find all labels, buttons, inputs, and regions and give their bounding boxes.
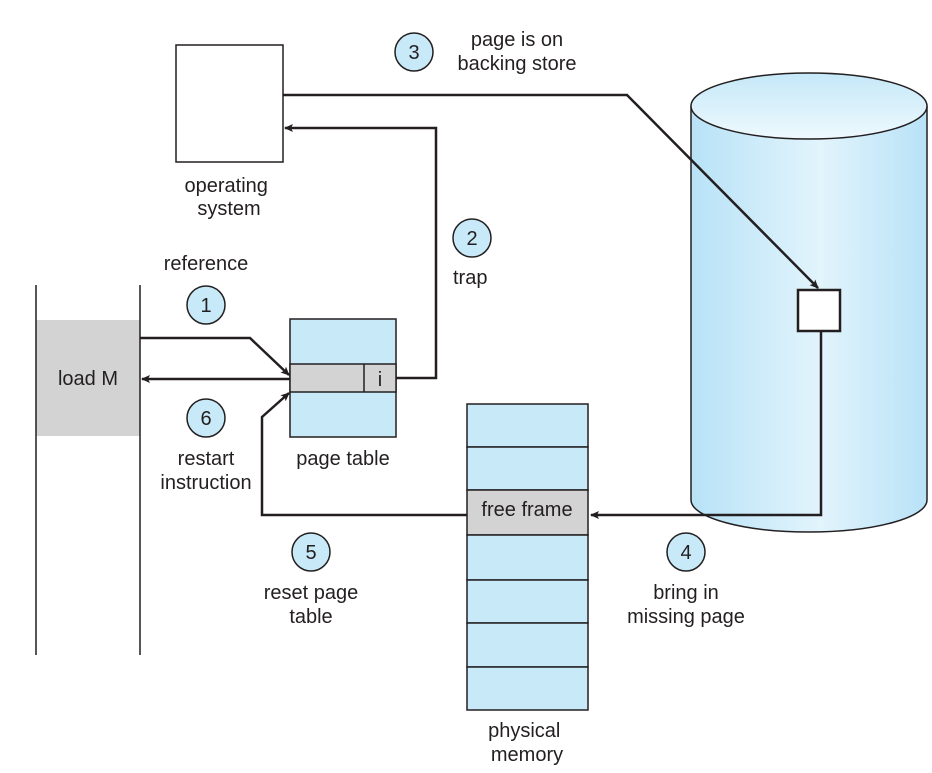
step-number-circle: [394, 32, 434, 72]
step-number: 5: [305, 542, 316, 564]
step-number: 6: [200, 408, 211, 430]
trap-arrow: [284, 124, 438, 380]
step-number-circle: [452, 218, 492, 258]
invalid-bit: i: [378, 369, 382, 391]
memory-frame: [466, 403, 589, 448]
backing-store-arrow: [283, 93, 819, 289]
reset-page-table-arrow: [260, 392, 467, 517]
step-number-circle: [666, 532, 706, 572]
step-label: trap: [453, 267, 487, 289]
memory-frame: [466, 666, 589, 711]
step-number: 4: [680, 542, 691, 564]
step-2: 2 trap: [452, 218, 492, 289]
memory-frame: [466, 446, 589, 491]
backing-store-page: [796, 288, 842, 333]
physical-memory: [466, 403, 589, 711]
operating-system-label: operating system: [185, 175, 274, 220]
bring-in-arrow: [590, 331, 823, 519]
step-number: 1: [200, 295, 211, 317]
free-frame: [466, 489, 589, 536]
free-frame-label: free frame: [481, 499, 572, 521]
step-number-circle: [291, 532, 331, 572]
step-number-circle: [186, 398, 226, 438]
memory-frame: [466, 579, 589, 624]
step-number: 3: [408, 42, 419, 64]
operating-system-box: [175, 44, 284, 163]
process-memory: load M: [35, 285, 141, 655]
memory-frame: [466, 622, 589, 668]
reference-label: reference: [164, 253, 249, 275]
backing-store: [690, 72, 928, 533]
page-table: i: [289, 318, 397, 438]
load-instruction: load M: [58, 368, 118, 390]
page-table-label: page table: [296, 448, 389, 470]
step-number: 2: [466, 228, 477, 250]
step-number-circle: [186, 285, 226, 325]
reference-arrow: [140, 336, 290, 376]
step-1: 1: [186, 285, 226, 325]
memory-frame: [466, 534, 589, 581]
physical-memory-label: physical memory: [488, 720, 566, 766]
